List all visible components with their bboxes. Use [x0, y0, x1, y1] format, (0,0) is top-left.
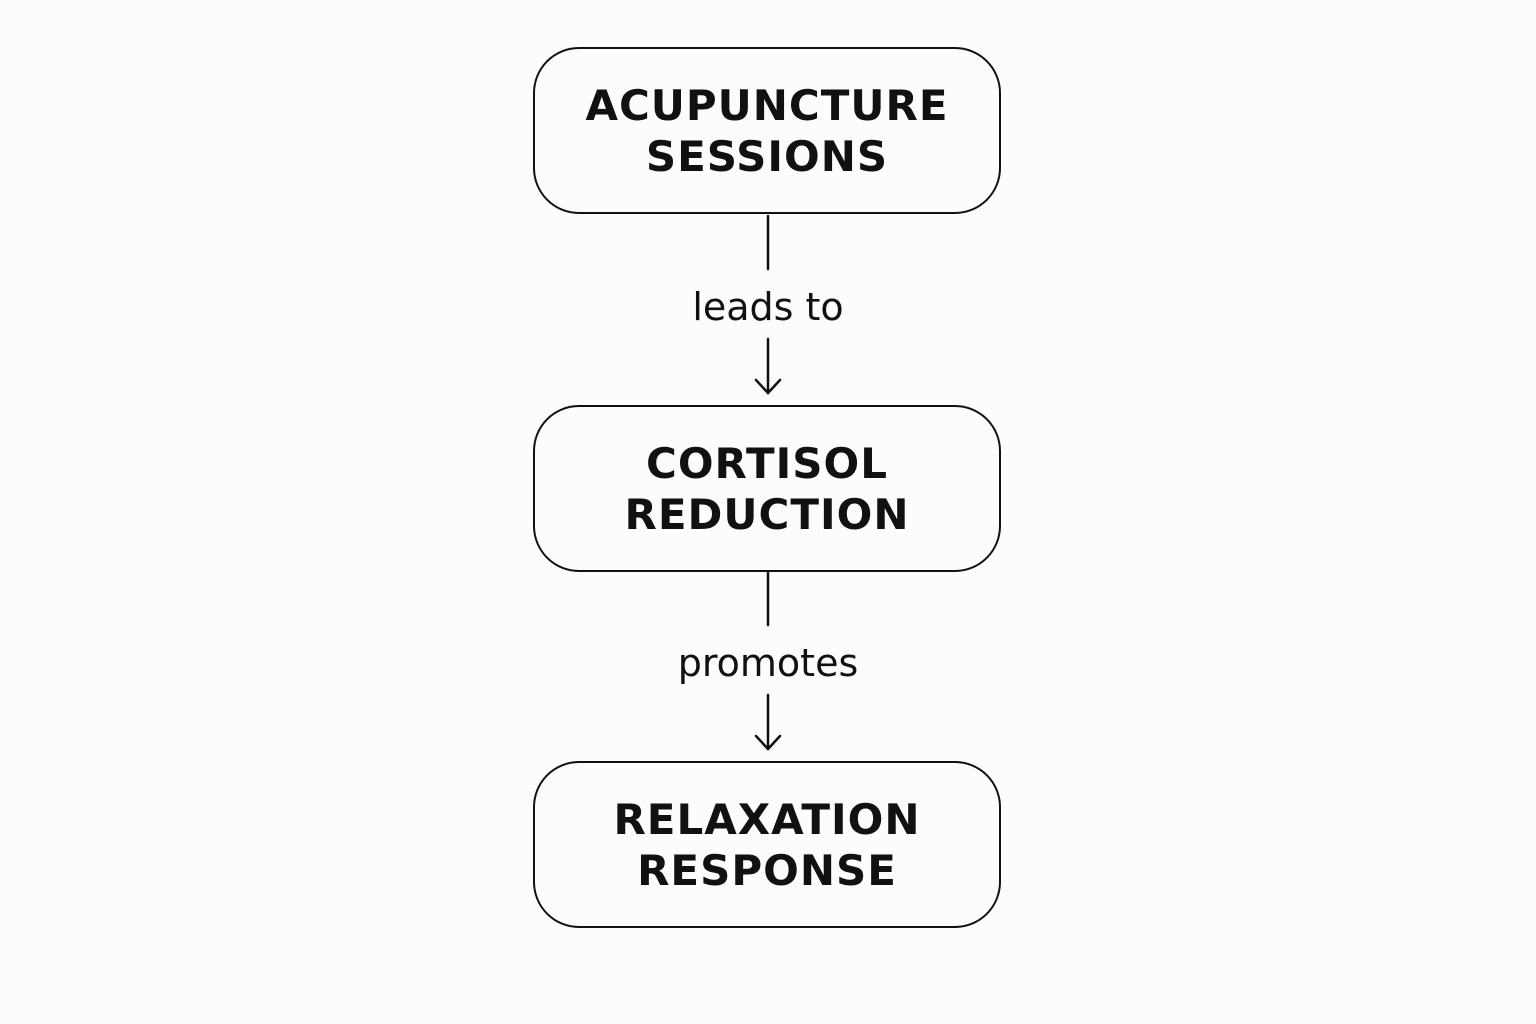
connector-1-arrowhead [754, 378, 782, 395]
node-1-line-2: SESSIONS [645, 131, 889, 181]
node-3-line-2: RESPONSE [637, 845, 897, 895]
edge-label-leads-to: leads to [692, 285, 844, 329]
node-2-line-1: CORTISOL [646, 438, 888, 488]
node-acupuncture-sessions: ACUPUNCTURE SESSIONS [533, 47, 1001, 214]
node-3-line-1: RELAXATION [613, 794, 921, 844]
connector-2-arrowhead [754, 734, 782, 751]
connector-1 [754, 214, 782, 395]
node-relaxation-response: RELAXATION RESPONSE [533, 761, 1001, 928]
node-2-line-2: REDUCTION [624, 489, 910, 539]
connector-2 [754, 571, 782, 751]
node-1-line-1: ACUPUNCTURE [585, 80, 949, 130]
node-cortisol-reduction: CORTISOL REDUCTION [533, 405, 1001, 572]
edge-label-promotes: promotes [677, 641, 859, 685]
